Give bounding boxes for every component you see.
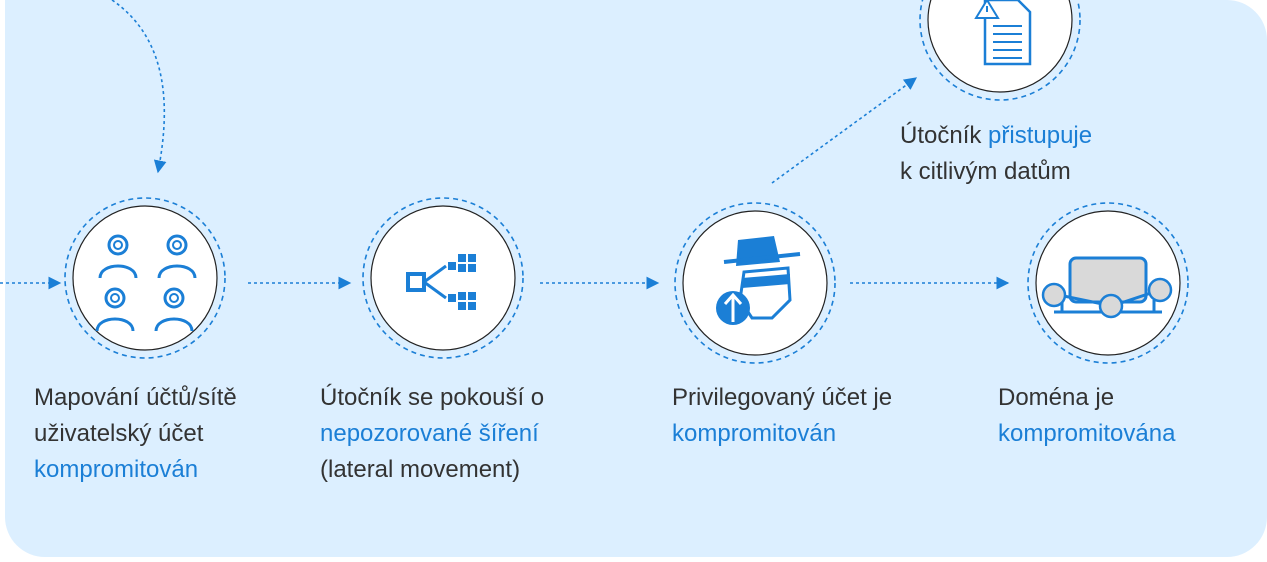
step2-line2: nepozorované šíření [320,420,539,447]
data-access-line2: k citlivým datům [900,158,1071,185]
arrow-step3-data-access [771,77,918,184]
step1-line3: kompromitován [34,456,199,483]
step4-line1: Doména je [998,384,1115,411]
step1-line1: Mapování účtů/sítě [34,384,237,411]
step3-label: Privilegovaný účet je kompromitován [672,380,892,452]
step2-line1: Útočník se pokouší o [320,384,545,411]
step1-line2: uživatelský účet [34,420,204,447]
data-access-line1-a: Útočník [900,122,989,149]
step2-line3: (lateral movement) [320,456,521,483]
step3-line1: Privilegovaný účet je [672,384,893,411]
step2-node [362,197,524,359]
domain-icon [1041,256,1173,319]
data-access-label: Útočník přistupuje k citlivým datům [900,118,1092,190]
step3-node [674,202,836,364]
step4-node [1027,202,1189,364]
step4-label: Doména je kompromitována [998,380,1175,452]
step4-line2: kompromitována [998,420,1176,447]
data-access-node [919,0,1081,101]
step1-label: Mapování účtů/sítě uživatelský účet komp… [34,380,237,488]
data-access-line1-b: přistupuje [988,122,1093,149]
warning-document-icon [974,0,1032,66]
data-access-line1: Útočník přistupuje [900,118,1092,154]
step3-line2: kompromitován [672,420,837,447]
users-icon [95,234,197,332]
step1-node [64,197,226,359]
incoming-curve-arrow [111,0,167,174]
lateral-movement-icon [406,254,476,310]
step2-label: Útočník se pokouší o nepozorované šíření… [320,380,544,488]
privileged-attacker-icon [716,236,801,325]
